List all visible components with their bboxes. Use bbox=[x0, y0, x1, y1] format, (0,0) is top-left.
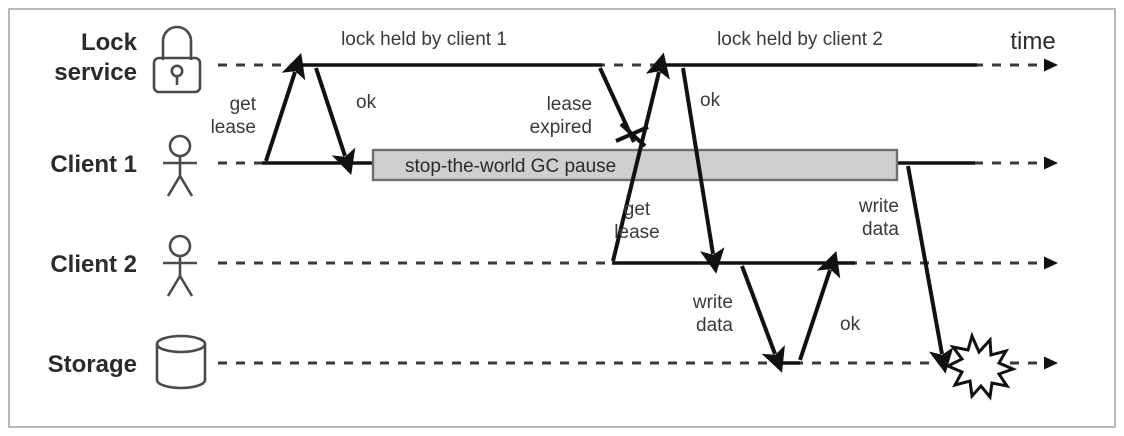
span-label-lock-client1: lock held by client 1 bbox=[341, 29, 507, 50]
label-get-lease-2-line1: get bbox=[624, 199, 651, 220]
label-write-data-1-line2: data bbox=[862, 219, 899, 240]
label-write-data-1-line1: write bbox=[858, 196, 899, 217]
person-icon-client-1 bbox=[163, 134, 197, 197]
label-ok-2: ok bbox=[700, 90, 721, 111]
arrow-write-data-2 bbox=[740, 265, 785, 373]
label-lease-expired-line1: lease bbox=[547, 94, 592, 115]
arrow-get-lease-2 bbox=[611, 52, 670, 262]
arrow-ok-1 bbox=[314, 67, 356, 175]
label-ok-1: ok bbox=[356, 92, 377, 113]
actor-client-1-label: Client 1 bbox=[50, 151, 137, 178]
label-lease-expired-line2: expired bbox=[530, 117, 592, 138]
arrow-ok-2 bbox=[681, 67, 725, 274]
actor-label-lock-service: Lock service bbox=[54, 29, 137, 86]
label-get-lease-1-line2: lease bbox=[211, 117, 256, 138]
actor-lock-service-line1: Lock bbox=[81, 29, 138, 56]
timeline-arrow-client-2 bbox=[1044, 256, 1058, 270]
person-icon-client-2 bbox=[163, 234, 197, 297]
arrow-write-data-1 bbox=[906, 165, 954, 374]
arrow-ok-3 bbox=[798, 251, 841, 361]
actor-lock-service-line2: service bbox=[54, 59, 137, 86]
conflict-burst-icon bbox=[944, 331, 1018, 401]
gc-pause-box-label: stop-the-world GC pause bbox=[405, 156, 616, 177]
label-write-data-2-line1: write bbox=[692, 292, 733, 313]
timeline-arrow-lock-service bbox=[1044, 58, 1058, 72]
padlock-icon bbox=[152, 25, 202, 94]
label-write-data-2-line2: data bbox=[696, 315, 733, 336]
label-get-lease-2-line2: lease bbox=[614, 222, 659, 243]
label-get-lease-1-line1: get bbox=[230, 94, 257, 115]
actor-client-2-label: Client 2 bbox=[50, 251, 137, 278]
timeline-arrow-client-1 bbox=[1044, 156, 1058, 170]
actor-storage-label: Storage bbox=[48, 351, 137, 378]
label-ok-3: ok bbox=[840, 314, 861, 335]
arrow-get-lease-1 bbox=[264, 52, 306, 162]
timeline-arrow-storage bbox=[1044, 356, 1058, 370]
database-icon bbox=[155, 334, 207, 390]
time-axis-label: time bbox=[1010, 28, 1055, 55]
span-label-lock-client2: lock held by client 2 bbox=[717, 29, 883, 50]
